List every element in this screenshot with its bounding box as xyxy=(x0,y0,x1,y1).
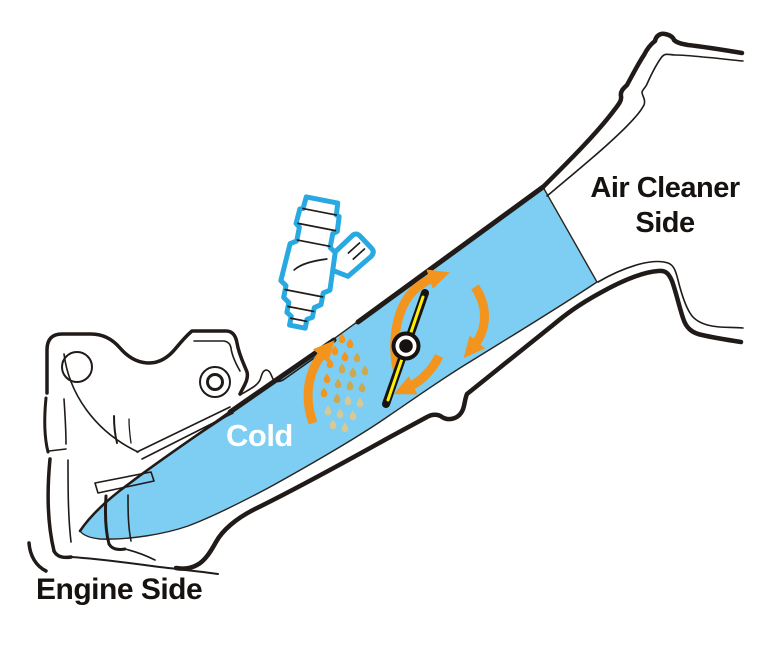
label-cold: Cold xyxy=(226,418,293,453)
injector-connector xyxy=(324,231,376,279)
bolt-hole xyxy=(61,351,93,383)
fuel-injector xyxy=(278,194,376,331)
label-air-cleaner-line1: Air Cleaner xyxy=(590,172,740,204)
engine-block-lines xyxy=(27,396,219,575)
bolt-hole-inner xyxy=(206,373,224,391)
swirl-arrows xyxy=(303,269,489,425)
throttle-valve xyxy=(382,289,429,408)
bolt-hole xyxy=(199,366,231,398)
lower-swirl-arrow xyxy=(393,353,444,395)
duct-lower-wall xyxy=(173,260,744,571)
label-air-cleaner-side: Air Cleaner Side xyxy=(558,171,772,241)
label-air-cleaner-line2: Side xyxy=(635,207,695,239)
spray-riser-arrow xyxy=(303,340,335,425)
valve-pivot-center xyxy=(399,339,413,353)
duct-upper-wall xyxy=(78,31,745,533)
right-swirl-arrow xyxy=(463,284,489,359)
label-engine-side: Engine Side xyxy=(36,573,203,606)
engine-bracket xyxy=(45,329,332,460)
